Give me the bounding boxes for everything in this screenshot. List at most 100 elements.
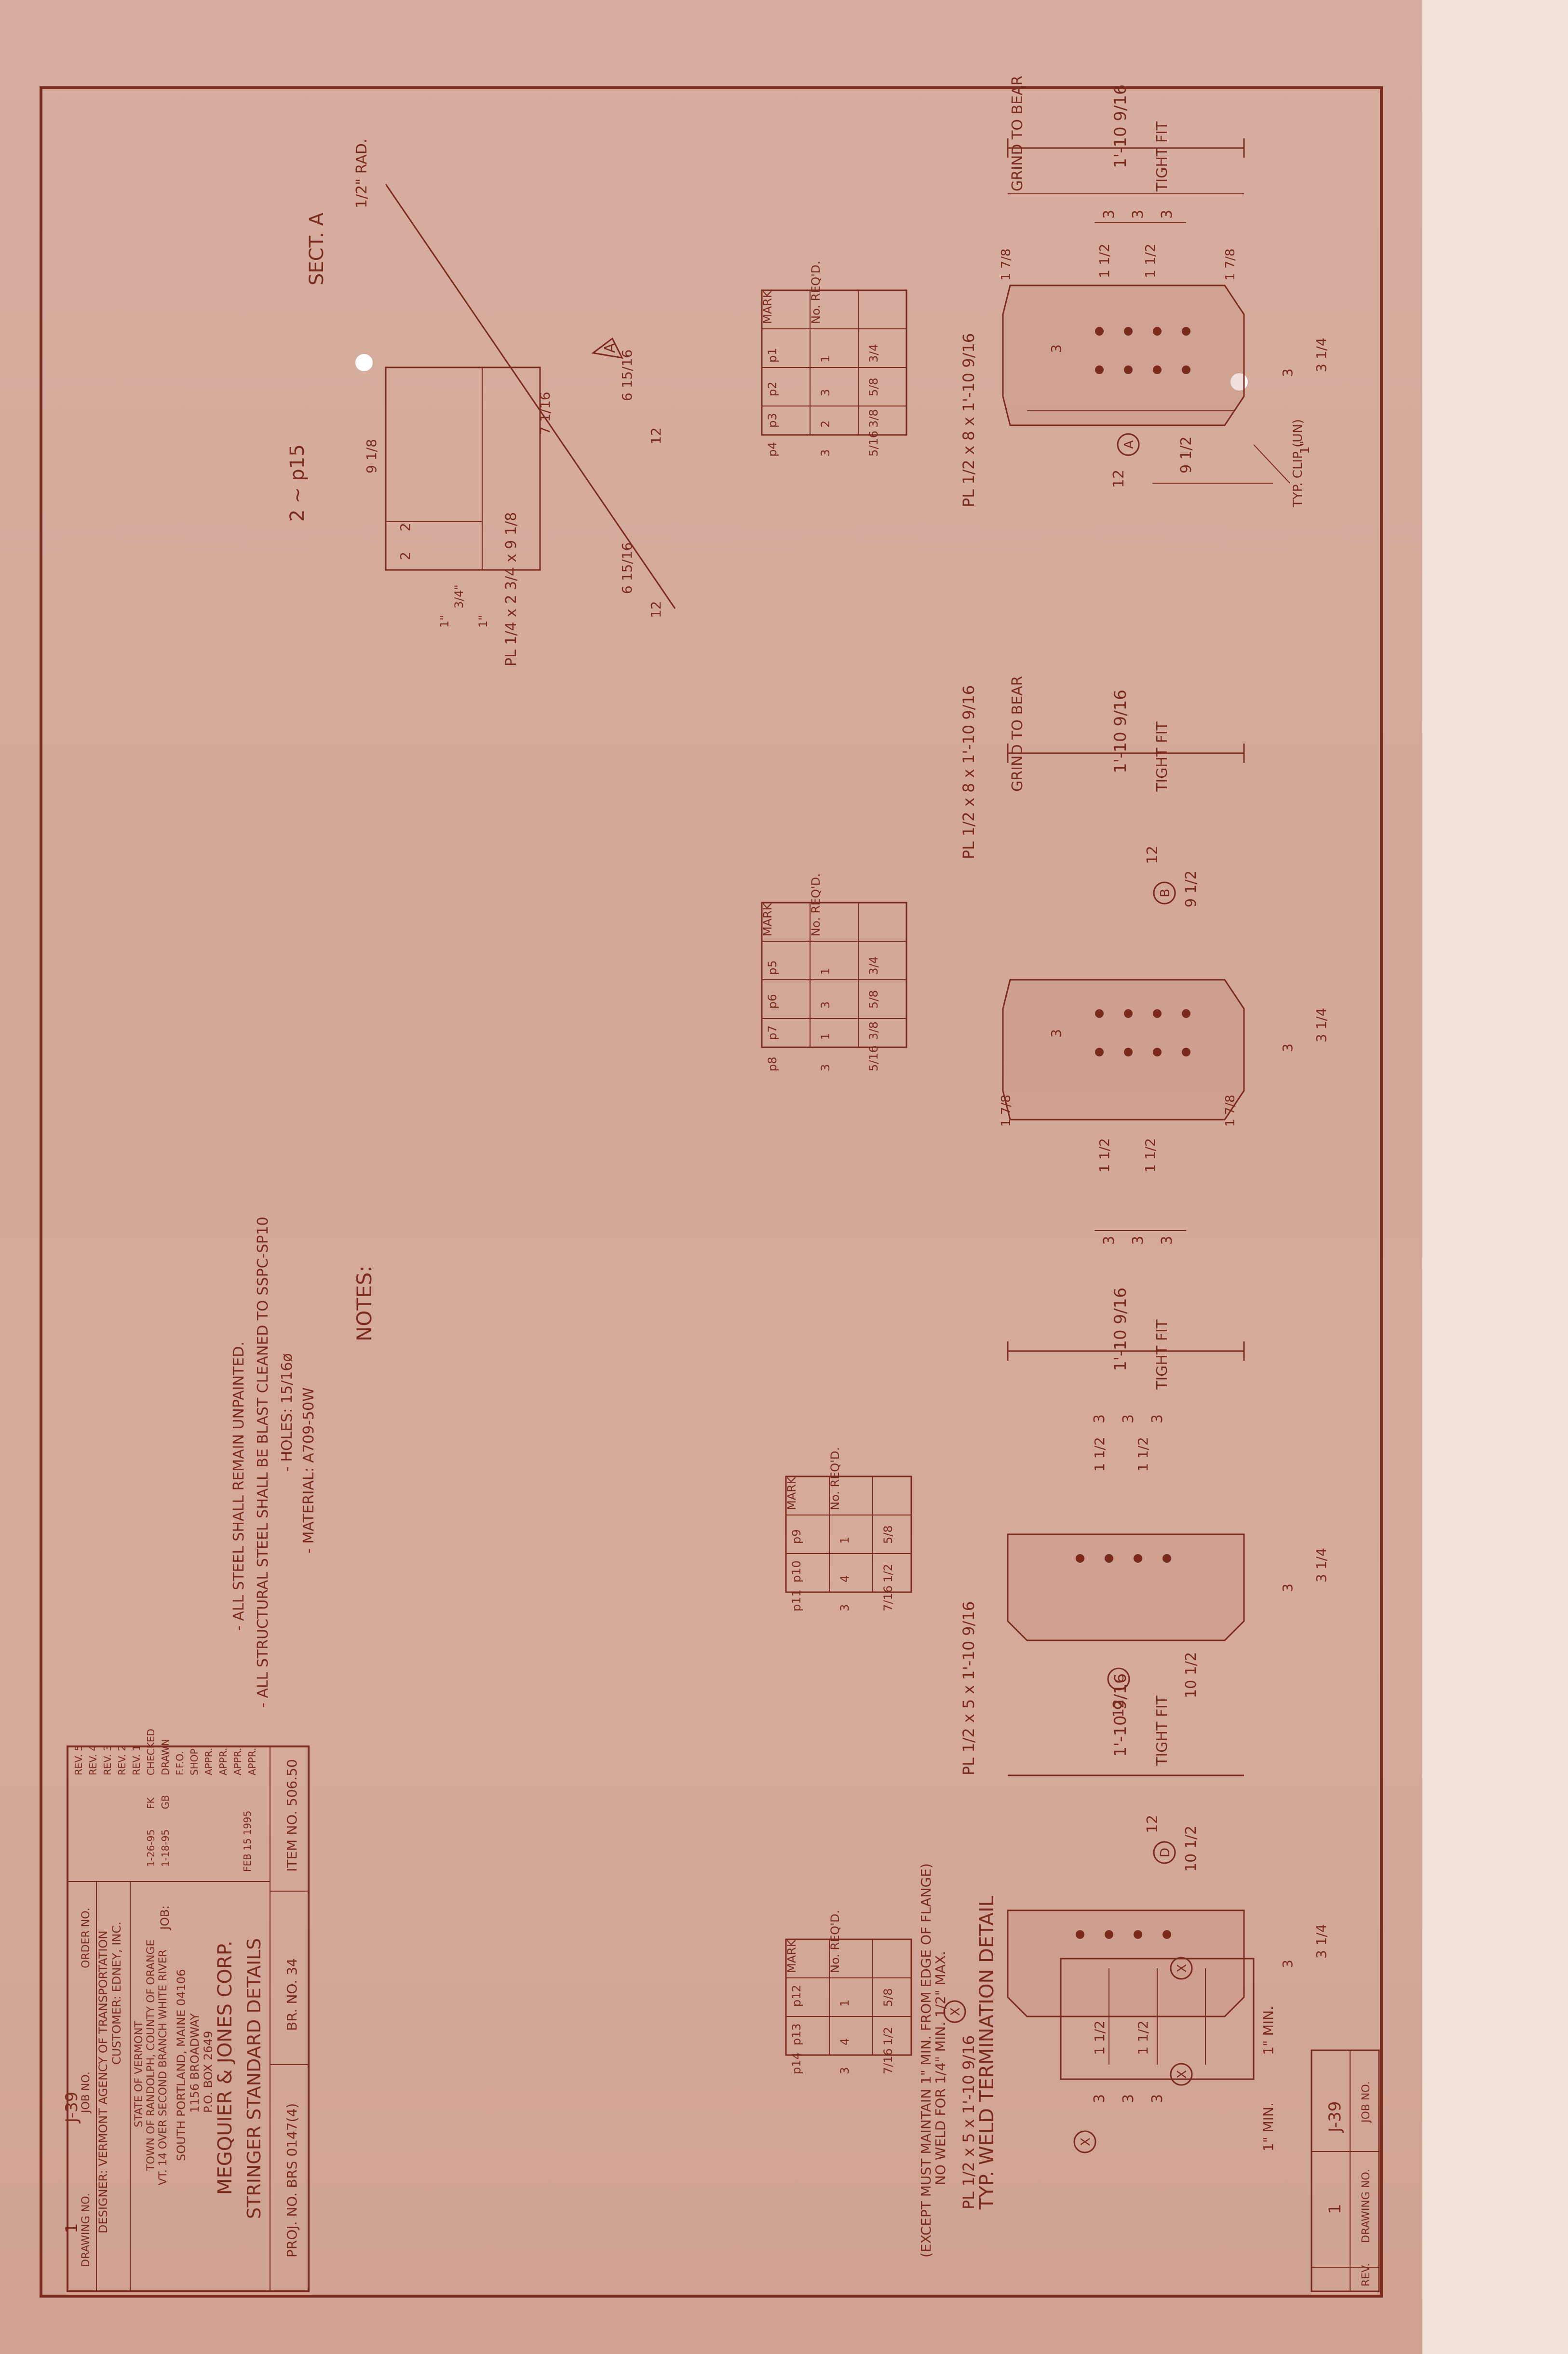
punch-hole bbox=[355, 354, 373, 371]
table-row: 1/2 bbox=[881, 2027, 895, 2045]
table-row: p11 bbox=[790, 1589, 803, 1611]
detail-d-plate bbox=[1007, 1909, 1245, 2017]
detail-a-plate-label: PL 1/2 x 8 x 1'-10 9/16 bbox=[960, 333, 978, 507]
note-item: - ALL STRUCTURAL STEEL SHALL BE BLAST CL… bbox=[255, 1217, 271, 1708]
detail-a-spacing-1: 3 bbox=[1101, 210, 1118, 219]
section-dim-w2: 6 15/16 bbox=[619, 542, 635, 594]
title-customer: CUSTOMER: EDNEY, INC. bbox=[110, 1921, 123, 2065]
table-row: 4 bbox=[838, 1575, 852, 1583]
table-row: 5/8 bbox=[881, 1525, 895, 1544]
title-row-label: APPR. bbox=[217, 1748, 229, 1775]
weld-min-bottom: 1" MIN. bbox=[1260, 2102, 1276, 2151]
detail-b-edge-2: 1 1/2 bbox=[1142, 1138, 1158, 1173]
weld-note-2: (EXCEPT MUST MAINTAIN 1" MIN. FROM EDGE … bbox=[918, 1863, 934, 2258]
detail-d-mark-circle bbox=[1153, 1841, 1176, 1864]
detail-c-plate bbox=[1007, 1533, 1245, 1641]
detail-a-overall-dim: 1'-10 9/16 bbox=[1111, 84, 1130, 168]
corner-job-no: J-39 bbox=[1325, 2101, 1345, 2133]
table-row: 3/4 bbox=[867, 344, 880, 363]
detail-b-edge-top: 1 7/8 bbox=[999, 1095, 1014, 1127]
title-drawing-no-label: DRAWING NO. bbox=[80, 2193, 92, 2267]
title-row-label: APPR. bbox=[246, 1748, 258, 1775]
detail-b: 1'-10 9/16 GRIND TO BEAR TIGHT FIT 12 B … bbox=[761, 676, 1329, 1245]
detail-b-gauge-q: 3 1/4 bbox=[1313, 1008, 1329, 1042]
detail-c-length: 10 1/2 bbox=[1183, 1652, 1200, 1698]
detail-d-plate-label: PL 1/2 x 5 x 1'-10 9/16 bbox=[960, 2035, 978, 2209]
table-row: 1 bbox=[819, 355, 832, 363]
title-job-2: TOWN OF RANDOLPH, COUNTY OF ORANGE bbox=[145, 1940, 157, 2171]
table-row: 3/4 bbox=[867, 956, 880, 975]
detail-b-spacing-2: 3 bbox=[1130, 1236, 1147, 1245]
drawing-border bbox=[40, 86, 1383, 2298]
detail-a-edge-2: 1 1/2 bbox=[1142, 244, 1158, 278]
detail-a-mark-circle bbox=[1117, 433, 1140, 456]
detail-b-edge-side: 1 7/8 bbox=[1223, 1095, 1238, 1127]
title-address-3: SOUTH PORTLAND, MAINE 04106 bbox=[175, 1969, 188, 2161]
table-row: 5/8 bbox=[867, 990, 880, 1009]
table-row: p3 bbox=[766, 413, 779, 428]
table-row: 3 bbox=[838, 1604, 852, 1611]
title-row-date: 1-18-95 bbox=[160, 1829, 171, 1867]
table-row: p2 bbox=[766, 381, 779, 396]
section-cut-mark: A bbox=[602, 343, 619, 353]
table-row: p13 bbox=[790, 2023, 803, 2045]
section-slope-line bbox=[385, 184, 676, 609]
section-dim-d4: 2 bbox=[397, 552, 413, 560]
detail-d-gauge: 3 bbox=[1280, 1960, 1296, 1968]
detail-d-tight-fit: TIGHT FIT bbox=[1154, 1695, 1171, 1766]
detail-c-edge-1: 1 1/2 bbox=[1092, 1437, 1108, 1472]
corner-drawing-no: 1 bbox=[1325, 2204, 1345, 2214]
title-row-by: FK bbox=[145, 1797, 157, 1809]
section-dim-h2: 12 bbox=[648, 601, 664, 618]
table-header-mark: MARK bbox=[761, 902, 774, 936]
table-header-mark: MARK bbox=[785, 1476, 798, 1510]
title-order-label: ORDER NO. bbox=[80, 1908, 92, 1968]
table-row: 3 bbox=[819, 449, 832, 457]
table-row: 4 bbox=[838, 2038, 852, 2045]
table-row: p9 bbox=[790, 1529, 803, 1544]
title-job-1: VT. 14 OVER SECOND BRANCH WHITE RIVER bbox=[157, 1949, 169, 2185]
notes-title: NOTES: bbox=[352, 1266, 376, 1341]
table-row: p10 bbox=[790, 1560, 803, 1583]
table-row: 5/16 bbox=[867, 1045, 880, 1071]
detail-a-gauge-b: 3 bbox=[1280, 368, 1296, 377]
section-dim-w1: 6 15/16 bbox=[619, 350, 635, 401]
table-row: p1 bbox=[766, 348, 779, 363]
detail-b-mark: B bbox=[1158, 889, 1173, 897]
detail-d-overall-dim: 1'-10 9/16 bbox=[1111, 1673, 1130, 1757]
title-proj-no: PROJ. NO. BRS 0147(4) bbox=[284, 2103, 300, 2258]
table-row: 1 bbox=[838, 2000, 852, 2007]
detail-c: 1'-10 9/16 TIGHT FIT 3 3 3 1 1/2 1 1/2 3… bbox=[785, 1287, 1329, 1775]
table-row: p5 bbox=[766, 960, 779, 975]
table-header-mark: MARK bbox=[785, 1939, 798, 1973]
detail-a-plate bbox=[1002, 284, 1245, 426]
detail-a-edge-side: 1 7/8 bbox=[1223, 248, 1238, 281]
title-row-label: APPR. bbox=[232, 1748, 243, 1775]
table-row: 7/16 bbox=[881, 1585, 895, 1611]
detail-c-spacing-3: 3 bbox=[1149, 1414, 1166, 1423]
detail-c-plate-label: PL 1/2 x 5 x 1'-10 9/16 bbox=[960, 1601, 978, 1775]
detail-c-overall-dim: 1'-10 9/16 bbox=[1111, 1287, 1130, 1371]
detail-c-weld-size: 12 bbox=[1110, 1699, 1127, 1718]
section-dim-d7: 1" bbox=[476, 615, 490, 628]
table-row: p14 bbox=[790, 2052, 803, 2074]
note-item: - HOLES: 15/16ø bbox=[279, 1353, 296, 1472]
detail-b-mark-circle bbox=[1153, 881, 1176, 905]
detail-d-mark: D bbox=[1158, 1848, 1173, 1857]
title-address-1: P.O. BOX 2649 bbox=[202, 2031, 215, 2113]
detail-a-mark: A bbox=[1122, 440, 1136, 449]
note-item: - MATERIAL: A709-50W bbox=[300, 1387, 317, 1554]
section-dim-h1: 12 bbox=[648, 427, 664, 445]
title-job-3: STATE OF VERMONT bbox=[133, 2021, 145, 2127]
section-a: 1/2" RAD. SECT. A A 6 15/16 12 6 15/16 1… bbox=[286, 139, 676, 666]
detail-a-clip-label: TYP. CLIP (UN) bbox=[1291, 419, 1305, 508]
title-drawing-no: 1 bbox=[62, 2223, 81, 2233]
detail-d-weld-size: 12 bbox=[1144, 1815, 1161, 1833]
table-row: p6 bbox=[766, 994, 779, 1009]
title-job-label: JOB: bbox=[158, 1905, 172, 1931]
detail-d-gauge-q: 3 1/4 bbox=[1313, 1924, 1329, 1959]
section-dim-d2: 9 1/8 bbox=[364, 439, 379, 474]
section-dim-d6: 1" bbox=[438, 615, 451, 628]
corner-job-label: JOB NO. bbox=[1360, 2081, 1372, 2124]
title-row-label: REV. 3 bbox=[102, 1745, 113, 1775]
